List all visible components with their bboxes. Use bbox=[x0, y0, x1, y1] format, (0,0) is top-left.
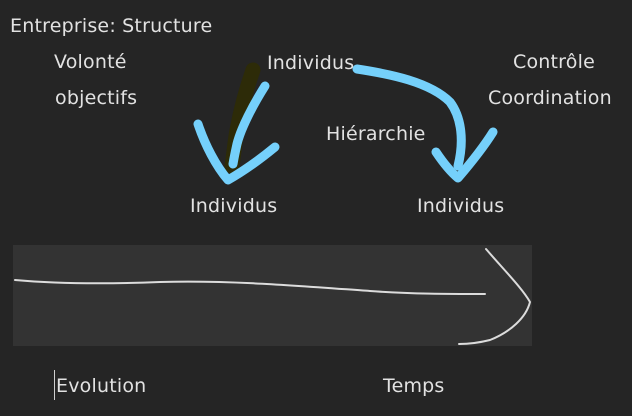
label-objectifs[interactable]: objectifs bbox=[55, 87, 138, 109]
node-individus-top[interactable]: Individus bbox=[267, 52, 355, 74]
note-title[interactable]: Entreprise: Structure bbox=[10, 15, 213, 37]
label-hierarchie[interactable]: Hiérarchie bbox=[326, 123, 426, 145]
label-controle[interactable]: Contrôle bbox=[513, 51, 595, 73]
label-coordination[interactable]: Coordination bbox=[488, 87, 612, 109]
label-volonte[interactable]: Volonté bbox=[54, 51, 127, 73]
timeline-drawing-area[interactable] bbox=[13, 245, 532, 346]
hand-drawn-arrow-down-left-icon bbox=[193, 81, 280, 185]
label-temps[interactable]: Temps bbox=[383, 375, 445, 397]
highlighter-stroke bbox=[224, 62, 261, 174]
node-individus-left[interactable]: Individus bbox=[190, 195, 278, 217]
label-evolution[interactable]: Evolution bbox=[56, 375, 147, 397]
text-cursor bbox=[54, 370, 55, 400]
node-individus-right[interactable]: Individus bbox=[417, 195, 505, 217]
